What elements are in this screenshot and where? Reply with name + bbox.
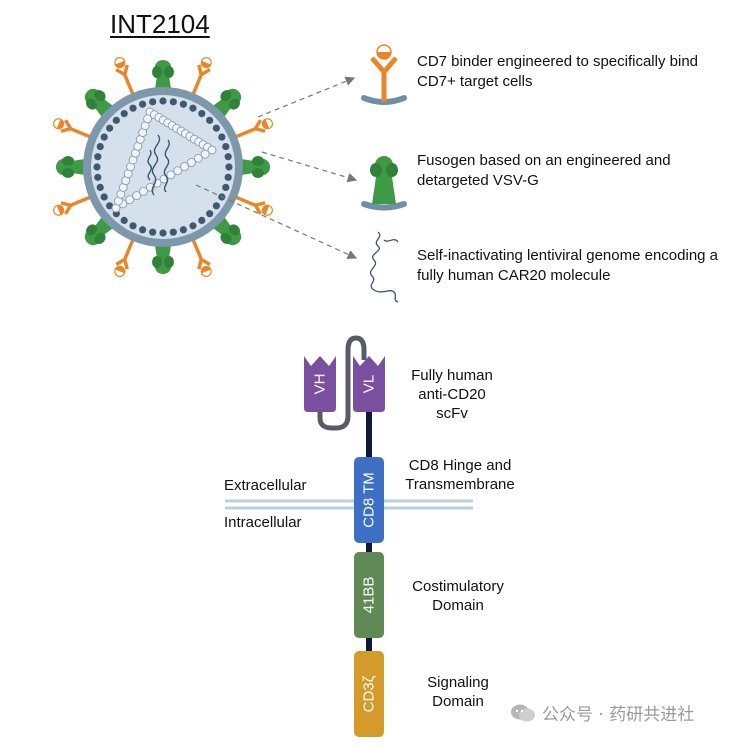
callout-arrows [195,76,358,259]
vl-domain [353,356,385,412]
fusogen-callout-icon [361,156,407,211]
vl-label: VL [361,375,378,393]
intracellular-label: Intracellular [224,514,302,531]
watermark: 公众号 · 药研共进社 [510,700,694,725]
car-molecule: VH VL CD8 TM 41BB CD3ζ [225,335,473,737]
viral-rna-genome-icon [147,134,170,196]
watermark-text: 公众号 · 药研共进社 [542,705,695,725]
arrow-to-genome [195,184,358,259]
arrow-to-binder [257,76,356,118]
diagram-title: INT2104 [110,9,210,39]
viral-capsid [111,107,217,213]
extracellular-label: Extracellular [224,477,307,494]
arrow-to-fusogen [261,151,358,183]
cd3z-label: CD3ζ [361,675,378,712]
scfv-linker [317,335,367,431]
41bb-domain [354,552,384,638]
rna-genome-callout-icon [369,231,399,303]
vh-label: VH [312,374,329,395]
cd3z-domain [354,651,384,737]
wechat-icon [511,704,535,721]
41bb-label: 41BB [361,577,378,614]
genome-description: Self-inactivating lentiviral genome enco… [417,247,719,284]
cd8-tm-domain [354,457,384,543]
binder-callout-icon [361,44,407,105]
lentiviral-particle [53,57,273,277]
vh-domain [304,356,336,412]
binder-description: CD7 binder engineered to specifically bi… [417,53,699,90]
envelope-beads [93,97,233,237]
cd8-tm-label: CD8 TM [361,472,378,528]
